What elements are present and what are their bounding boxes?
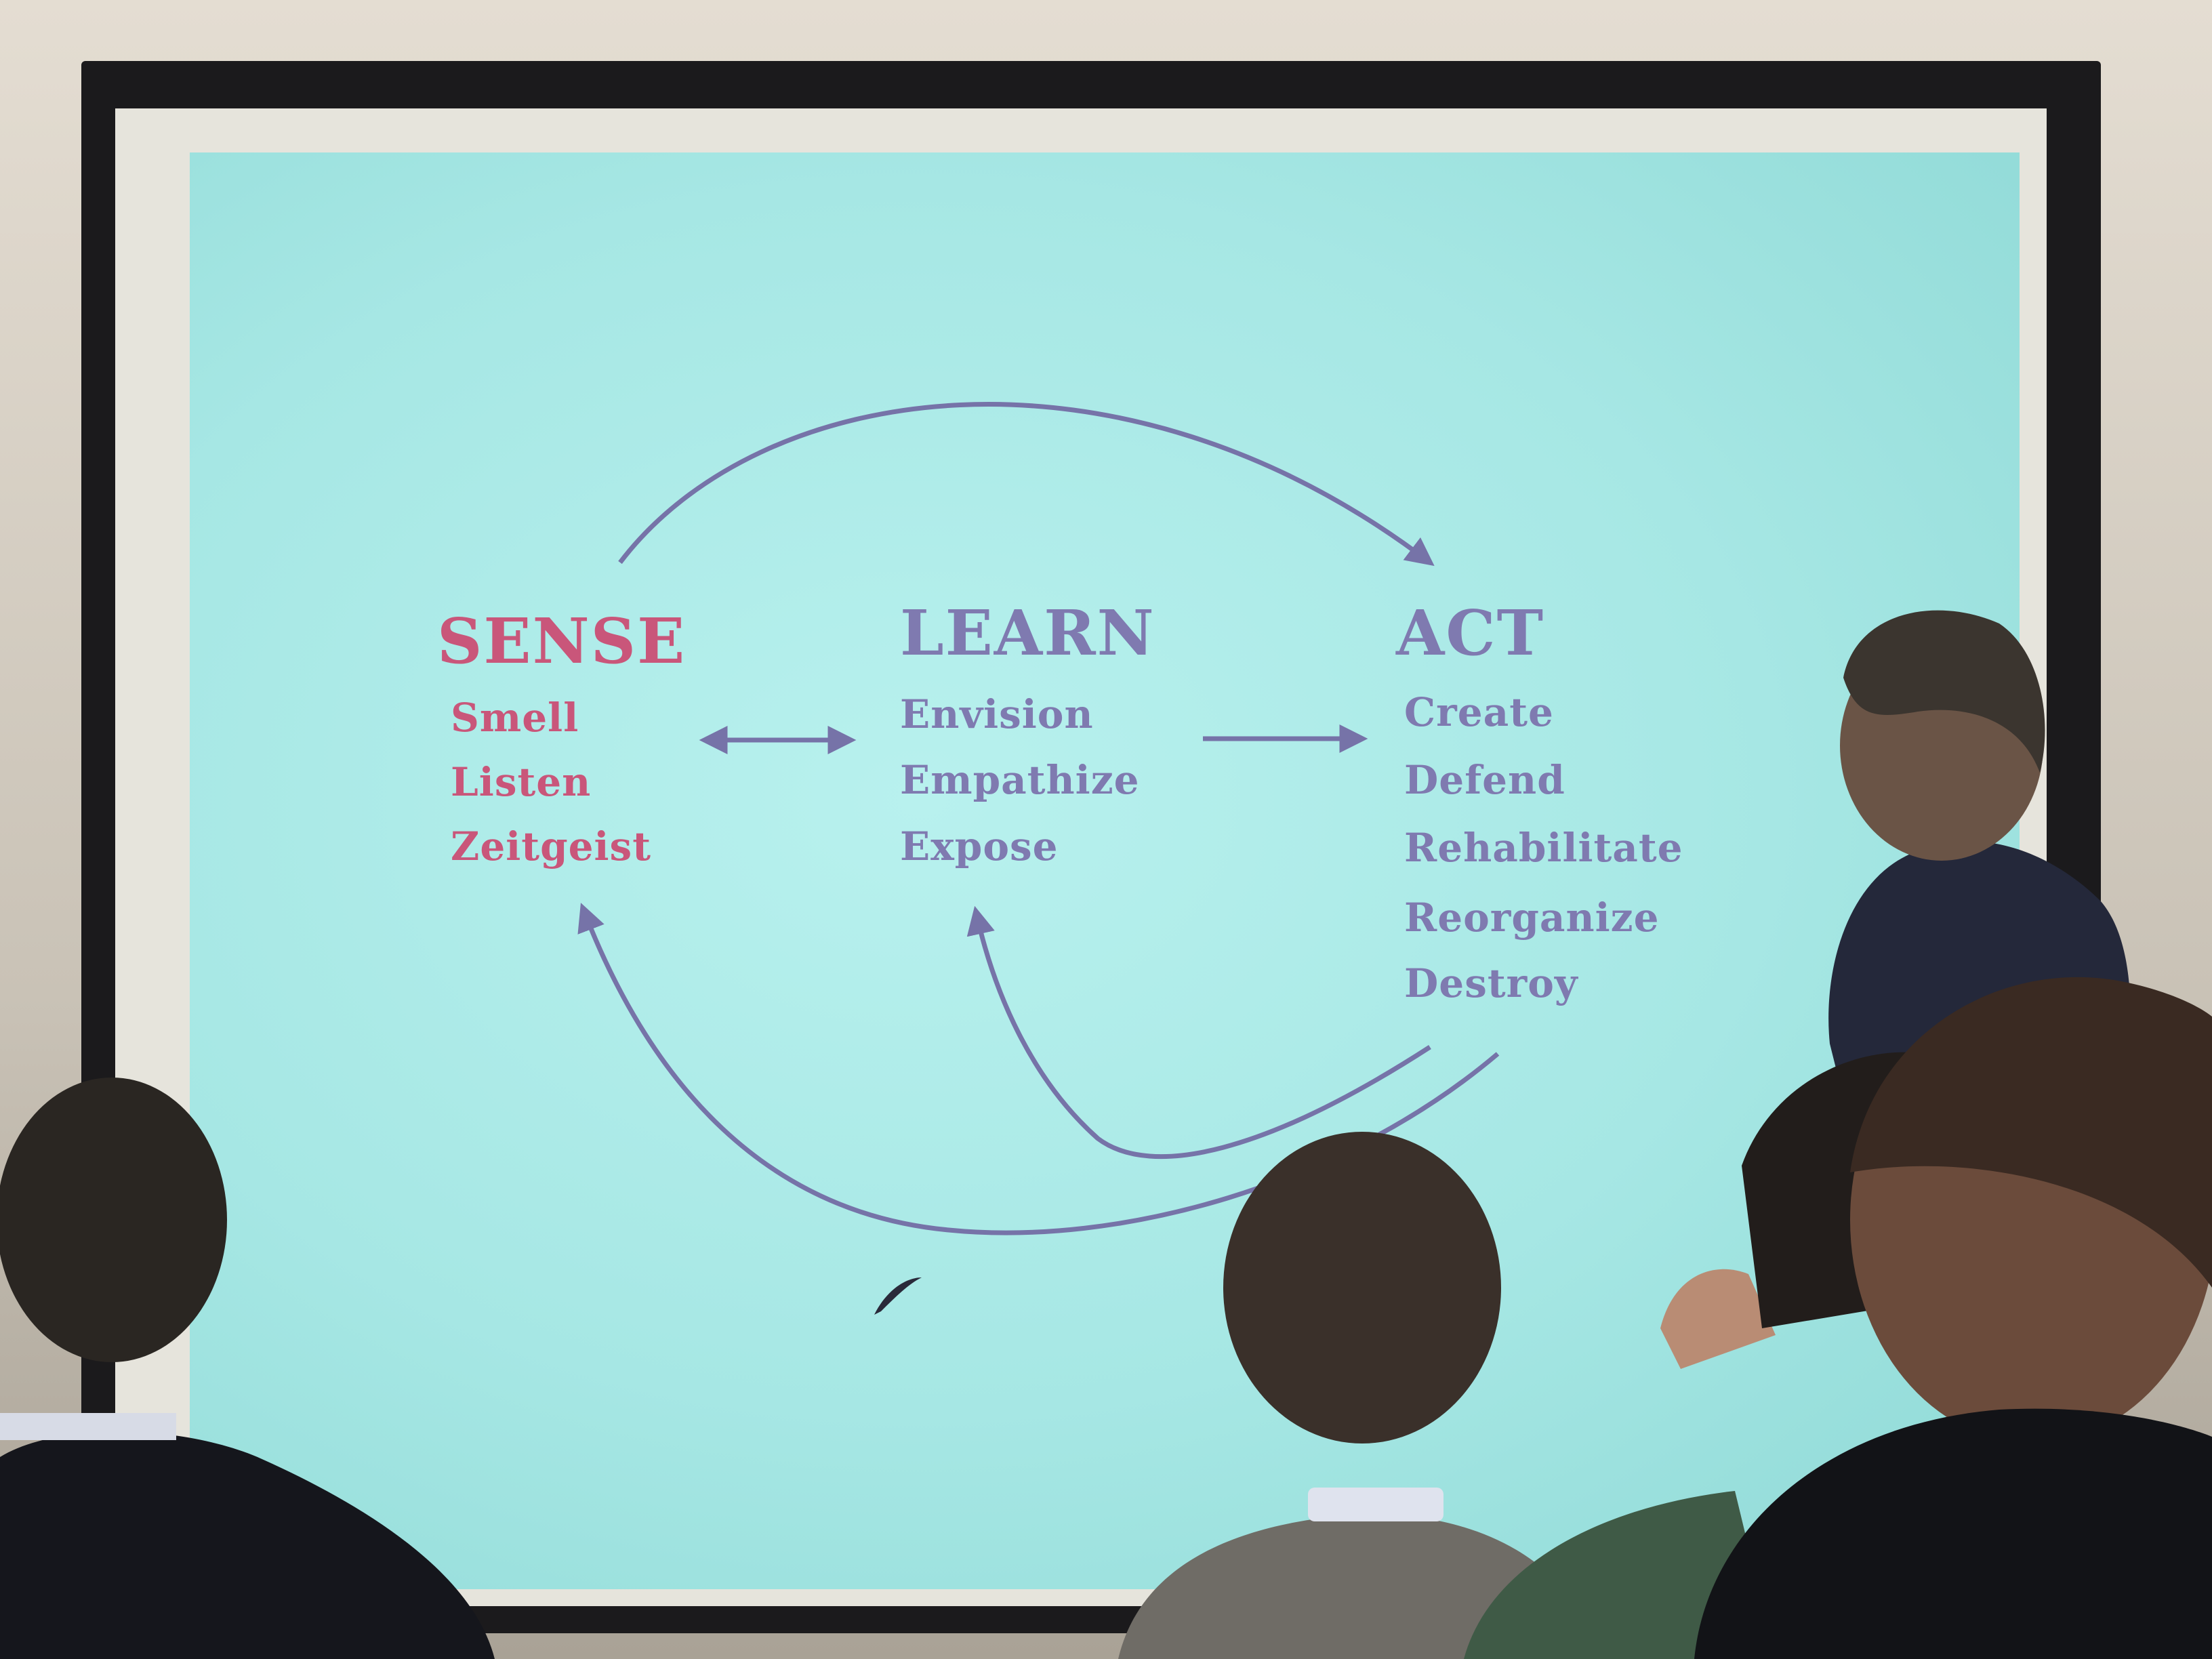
sense-item-listen: Listen xyxy=(451,759,592,805)
sense-item-zeitgeist: Zeitgeist xyxy=(451,823,651,869)
learn-title: LEARN xyxy=(900,596,1155,670)
act-title: ACT xyxy=(1396,596,1545,670)
learn-item-expose: Expose xyxy=(900,823,1059,869)
laser-mark xyxy=(874,1277,922,1315)
learn-item-envision: Envision xyxy=(900,691,1094,737)
act-item-rehabilitate: Rehabilitate xyxy=(1404,825,1683,871)
arrow-sense-to-act xyxy=(618,402,1435,567)
learn-item-empathize: Empathize xyxy=(900,757,1140,803)
sense-title: SENSE xyxy=(437,605,687,678)
act-item-reorganize: Reorganize xyxy=(1404,895,1660,941)
attendee-right xyxy=(1464,977,2212,1659)
act-item-create: Create xyxy=(1404,689,1554,735)
arrow-act-to-learn xyxy=(966,905,1431,1160)
attendee-left xyxy=(0,1078,495,1659)
act-item-destroy: Destroy xyxy=(1404,960,1578,1006)
act-item-defend: Defend xyxy=(1404,757,1565,803)
sense-item-smell: Smell xyxy=(451,695,579,741)
